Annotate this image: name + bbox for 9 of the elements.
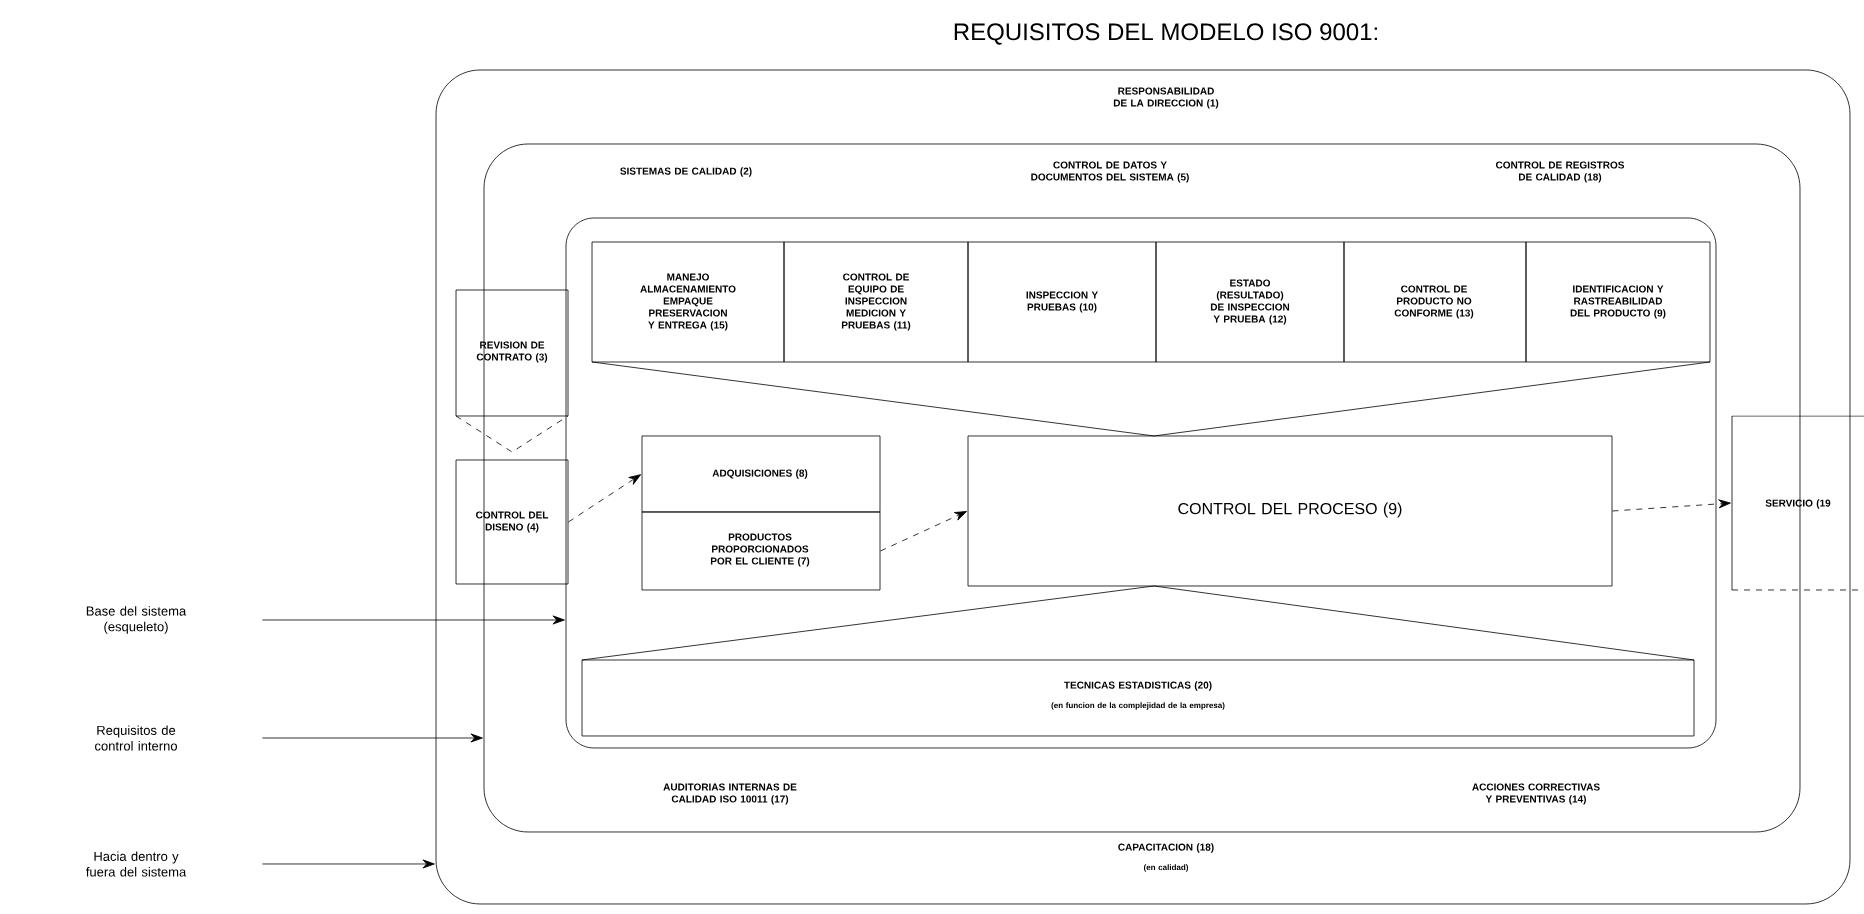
arrow <box>262 615 565 625</box>
process-box: CONTROL DEL PROCESO (9) <box>967 435 1613 587</box>
arrow <box>1612 499 1731 512</box>
arrow <box>880 511 967 552</box>
arrow <box>568 474 641 523</box>
rounded-frame <box>565 217 1717 749</box>
arrow <box>262 859 435 869</box>
title: REQUISITOS DEL MODELO ISO 9001: <box>954 23 1377 45</box>
arrow <box>262 733 483 743</box>
